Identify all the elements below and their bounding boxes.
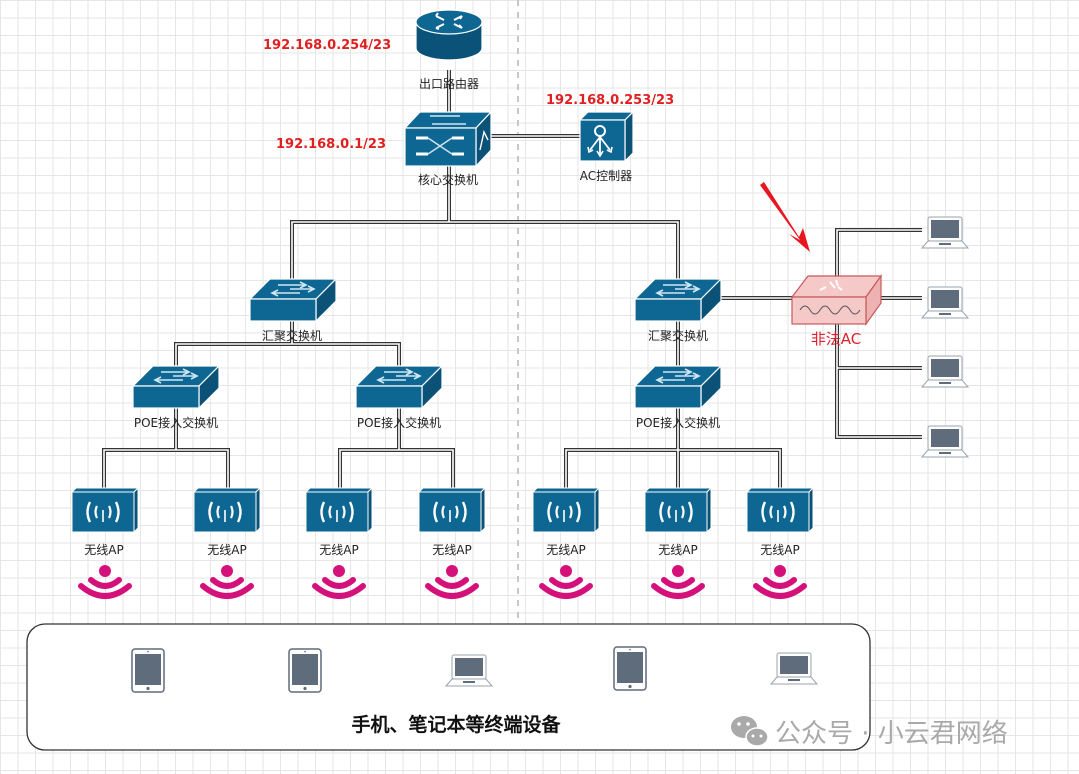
router-ip: 192.168.0.254/23	[263, 38, 391, 53]
ap-7[interactable]: 无线AP	[745, 486, 815, 596]
ac-controller-label: AC控制器	[580, 169, 632, 183]
ac-controller-ip: 192.168.0.253/23	[546, 93, 674, 108]
rogue-ac-icon	[790, 274, 883, 326]
ap-5[interactable]: 无线AP	[531, 486, 601, 596]
ap-6[interactable]: 无线AP	[643, 486, 713, 596]
links	[102, 70, 922, 492]
ap-label: 无线AP	[760, 543, 799, 557]
wifi-signal-icon	[203, 565, 251, 596]
ap-label: 无线AP	[432, 543, 471, 557]
core-switch-icon	[403, 110, 493, 168]
ap-label: 无线AP	[207, 543, 246, 557]
endpoints-title: 手机、笔记本等终端设备	[351, 713, 561, 736]
ap-2[interactable]: 无线AP	[192, 486, 262, 596]
core-switch-ip: 192.168.0.1/23	[276, 137, 386, 152]
switch-icon	[634, 278, 722, 322]
switch-icon	[355, 365, 443, 409]
router[interactable]: 出口路由器	[415, 9, 483, 91]
poe-switch-3[interactable]: POE接入交换机	[634, 365, 722, 430]
rogue-client-laptop-icon	[921, 286, 969, 319]
access-point-icon	[417, 486, 487, 534]
access-point-icon	[531, 486, 601, 534]
laptop-icon	[445, 654, 493, 687]
access-point-icon	[70, 486, 140, 534]
router-icon	[415, 9, 483, 61]
wifi-signal-icon	[81, 565, 129, 596]
ap-label: 无线AP	[319, 543, 358, 557]
tablet-icon	[131, 648, 165, 693]
wifi-signal-icon	[756, 565, 804, 596]
wifi-signal-icon	[315, 565, 363, 596]
wifi-signal-icon	[542, 565, 590, 596]
agg-switch-label: 汇聚交换机	[262, 328, 322, 343]
access-point-icon	[304, 486, 374, 534]
poe-switch-2[interactable]: POE接入交换机	[355, 365, 443, 430]
wifi-signal-icon	[654, 565, 702, 596]
illegal-ac[interactable]: 非法AC	[790, 274, 883, 348]
switch-icon	[634, 365, 722, 409]
watermark: 公众号 · 小云君网络	[731, 716, 1008, 749]
poe-switch-label: POE接入交换机	[134, 415, 218, 430]
access-point-icon	[643, 486, 713, 534]
ap-label: 无线AP	[84, 543, 123, 557]
router-label: 出口路由器	[419, 76, 479, 91]
ap-label: 无线AP	[658, 543, 697, 557]
rogue-client-laptop-icon	[921, 425, 969, 458]
poe-switch-label: POE接入交换机	[357, 415, 441, 430]
core-switch[interactable]: 核心交换机	[403, 110, 493, 187]
rogue-client-laptop-icon	[921, 355, 969, 388]
wechat-icon	[731, 716, 769, 747]
switch-icon	[132, 365, 220, 409]
wifi-signal-icon	[428, 565, 476, 596]
tablet-icon	[613, 646, 647, 691]
warning-arrow-icon	[760, 182, 810, 252]
ap-label: 无线AP	[546, 543, 585, 557]
watermark-text: 公众号 · 小云君网络	[775, 719, 1008, 749]
agg-switch-label: 汇聚交换机	[648, 328, 708, 343]
poe-switch-1[interactable]: POE接入交换机	[132, 365, 220, 430]
tablet-icon	[288, 648, 322, 693]
ap-4[interactable]: 无线AP	[417, 486, 487, 596]
poe-switch-label: POE接入交换机	[636, 415, 720, 430]
endpoint-devices-box: 手机、笔记本等终端设备	[26, 623, 871, 751]
access-point-icon	[192, 486, 262, 534]
ac-controller[interactable]: AC控制器	[578, 110, 635, 183]
ap-1[interactable]: 无线AP	[70, 486, 140, 596]
access-point-icon	[745, 486, 815, 534]
agg-switch-right[interactable]: 汇聚交换机	[634, 278, 722, 343]
ac-controller-icon	[578, 110, 635, 163]
ap-3[interactable]: 无线AP	[304, 486, 374, 596]
rogue-client-laptop-icon	[921, 216, 969, 249]
laptop-icon	[770, 652, 818, 685]
agg-switch-left[interactable]: 汇聚交换机	[249, 278, 337, 343]
switch-icon	[249, 278, 337, 322]
illegal-ac-label: 非法AC	[811, 330, 861, 348]
core-switch-label: 核心交换机	[418, 172, 478, 187]
